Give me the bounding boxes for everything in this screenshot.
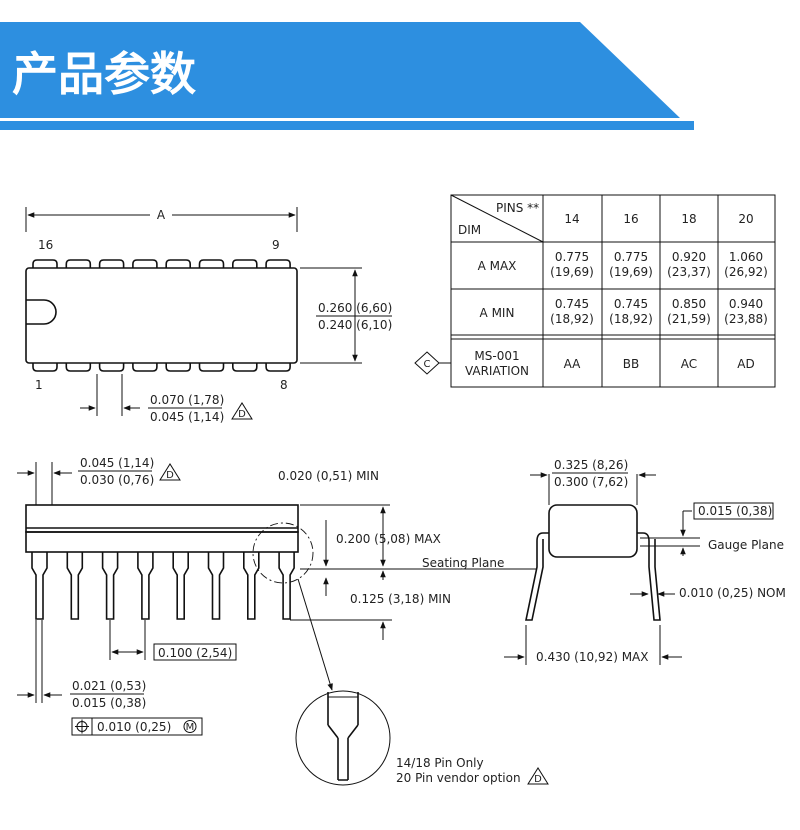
table-corner-pins: PINS ** bbox=[496, 201, 539, 215]
pitch-label: 0.100 (2,54) bbox=[158, 646, 232, 660]
header-underline bbox=[0, 121, 694, 130]
note-d-triangle: D bbox=[238, 409, 246, 420]
lead-width-min: 0.045 (1,14) bbox=[150, 410, 224, 424]
bottom-pin bbox=[65, 363, 92, 372]
table-variation-cell: BB bbox=[623, 357, 639, 371]
side-lead bbox=[101, 552, 119, 620]
table-cell-mm: (21,59) bbox=[667, 312, 711, 326]
bottom-pin bbox=[98, 363, 125, 372]
table-cell-inch: 0.775 bbox=[555, 250, 589, 264]
side-lead bbox=[137, 552, 154, 620]
table-row-label: A MIN bbox=[480, 306, 515, 320]
lead-dia-min: 0.015 (0,38) bbox=[72, 696, 146, 710]
lead-length-min: 0.125 (3,18) MIN bbox=[350, 592, 451, 606]
tolerance-modifier: M bbox=[186, 722, 195, 733]
table-column-header: 16 bbox=[623, 212, 638, 226]
table-cell-inch: 0.745 bbox=[555, 297, 589, 311]
shoulder-max: 0.045 (1,14) bbox=[80, 456, 154, 470]
variation-label-2: VARIATION bbox=[465, 364, 529, 378]
lead-spread-max: 0.430 (10,92) MAX bbox=[536, 650, 648, 664]
standoff-min: 0.020 (0,51) MIN bbox=[278, 469, 379, 483]
bottom-pin bbox=[32, 363, 58, 372]
table-column-header: 18 bbox=[681, 212, 696, 226]
side-lead bbox=[278, 552, 295, 620]
table-cell-mm: (23,37) bbox=[667, 265, 711, 279]
table-variation-cell: AC bbox=[681, 357, 697, 371]
detail-note-2: 20 Pin vendor option bbox=[396, 771, 521, 785]
lead-dia-max: 0.021 (0,53) bbox=[72, 679, 146, 693]
side-lead bbox=[243, 552, 260, 620]
bottom-pin bbox=[265, 363, 291, 372]
bottom-pin bbox=[232, 363, 258, 372]
span-max: 0.325 (8,26) bbox=[554, 458, 628, 472]
pin-1-label: 1 bbox=[35, 378, 43, 392]
gauge-plane-label: Gauge Plane bbox=[708, 538, 784, 552]
table-corner-dim: DIM bbox=[458, 223, 481, 237]
seating-plane-label: Seating Plane bbox=[422, 556, 504, 570]
pin-8-label: 8 bbox=[280, 378, 288, 392]
table-cell-mm: (23,88) bbox=[724, 312, 768, 326]
top-pin bbox=[132, 259, 158, 268]
side-view: 0.045 (1,14) 0.030 (0,76) D 0.020 (0,51)… bbox=[17, 456, 549, 786]
note-c-marker: C bbox=[424, 359, 431, 370]
table-cell-mm: (18,92) bbox=[609, 312, 653, 326]
top-pin bbox=[265, 259, 291, 268]
table-cell-inch: 0.775 bbox=[614, 250, 648, 264]
side-lead bbox=[66, 552, 84, 620]
header-banner: 产品参数 bbox=[0, 22, 694, 130]
note-d-detail: D bbox=[534, 774, 542, 785]
pin-9-label: 9 bbox=[272, 238, 280, 252]
span-min: 0.300 (7,62) bbox=[554, 475, 628, 489]
top-view: A 16 9 1 8 0.260 (6,60) 0.240 (6,10) 0.0… bbox=[25, 207, 392, 424]
variation-label-1: MS-001 bbox=[474, 349, 519, 363]
table-column-header: 14 bbox=[564, 212, 579, 226]
table-variation-cell: AD bbox=[737, 357, 754, 371]
tolerance-value: 0.010 (0,25) bbox=[97, 720, 171, 734]
top-pin bbox=[98, 259, 125, 268]
bottom-pin bbox=[198, 363, 225, 372]
table-cell-inch: 0.920 bbox=[672, 250, 706, 264]
table-cell-mm: (26,92) bbox=[724, 265, 768, 279]
body-width-max: 0.260 (6,60) bbox=[318, 301, 392, 315]
table-cell-inch: 0.940 bbox=[729, 297, 763, 311]
top-pin bbox=[232, 259, 258, 268]
end-view: 0.325 (8,26) 0.300 (7,62) 0.015 (0,38) G… bbox=[504, 458, 786, 665]
table-cell-mm: (19,69) bbox=[550, 265, 594, 279]
side-lead bbox=[172, 552, 189, 620]
lead-thickness: 0.010 (0,25) NOM bbox=[679, 586, 786, 600]
header-band bbox=[0, 22, 680, 118]
side-lead bbox=[207, 552, 225, 620]
top-pin bbox=[65, 259, 92, 268]
side-lead bbox=[31, 552, 48, 620]
table-cell-inch: 0.850 bbox=[672, 297, 706, 311]
table-cell-mm: (18,92) bbox=[550, 312, 594, 326]
table-variation-cell: AA bbox=[564, 357, 582, 371]
table-row-label: A MAX bbox=[478, 259, 517, 273]
note-d-side: D bbox=[166, 470, 174, 481]
top-pin bbox=[198, 259, 225, 268]
height-max: 0.200 (5,08) MAX bbox=[336, 532, 441, 546]
table-cell-inch: 0.745 bbox=[614, 297, 648, 311]
page-title: 产品参数 bbox=[12, 47, 196, 101]
body-width-min: 0.240 (6,10) bbox=[318, 318, 392, 332]
bottom-pin bbox=[132, 363, 158, 372]
detail-note-1: 14/18 Pin Only bbox=[396, 756, 484, 770]
table-column-header: 20 bbox=[738, 212, 753, 226]
top-pin bbox=[32, 259, 58, 268]
pin-16-label: 16 bbox=[38, 238, 53, 252]
top-pin bbox=[165, 259, 191, 268]
gauge-value: 0.015 (0,38) bbox=[698, 504, 772, 518]
table-cell-inch: 1.060 bbox=[729, 250, 763, 264]
dim-a-label: A bbox=[157, 208, 166, 222]
table-cell-mm: (19,69) bbox=[609, 265, 653, 279]
lead-width-max: 0.070 (1,78) bbox=[150, 393, 224, 407]
bottom-pin bbox=[165, 363, 191, 372]
shoulder-min: 0.030 (0,76) bbox=[80, 473, 154, 487]
